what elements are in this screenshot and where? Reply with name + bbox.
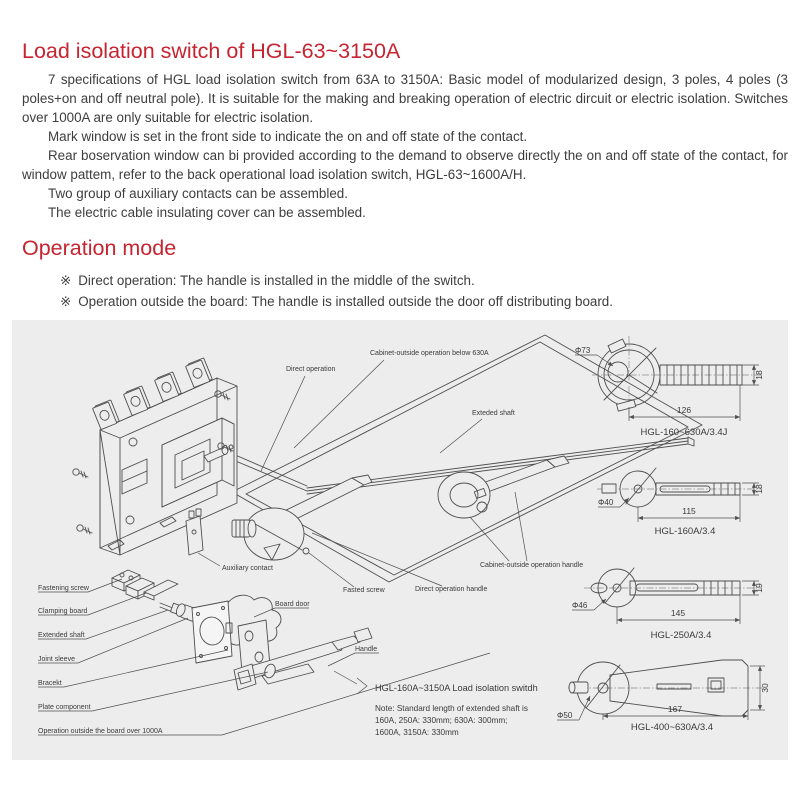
length-dim-2: 115 <box>682 506 696 516</box>
note-line-2: 160A, 250A: 330mm; 630A: 300mm; <box>375 716 507 725</box>
intro-paragraphs: 7 specifications of HGL load isolation s… <box>22 70 788 223</box>
height-dim-1: 18 <box>754 370 764 380</box>
label-board-door: Board door <box>275 601 310 608</box>
label-cabinet-outside-below-630a: Cabinet-outside operation below 630A <box>370 350 489 357</box>
length-dim-1: 126 <box>677 405 691 415</box>
auxiliary-contact-drawing <box>185 508 204 556</box>
paragraph-rear-observation: Rear boservation window can bi provided … <box>22 148 788 183</box>
label-operation-outside-board: Operation outside the board over 1000A <box>38 728 163 735</box>
screws <box>72 390 234 535</box>
model-label-2: HGL-160A/3.4 <box>655 526 716 537</box>
note-line-3: 1600A, 3150A: 330mm <box>375 728 459 737</box>
label-clamping-board: Clamping board <box>38 608 88 615</box>
diameter-label-1: Φ73 <box>575 346 591 355</box>
technical-diagram-panel: Direct operation Cabinet-outside operati… <box>12 320 788 760</box>
fasted-screw-part <box>302 547 310 555</box>
diameter-label-2: Φ40 <box>598 498 614 507</box>
note-line-1: Note: Standard length of extended shaft … <box>375 704 528 713</box>
height-dim-3: 19 <box>754 583 764 593</box>
length-dim-3: 145 <box>671 608 685 618</box>
label-bracket: Bracekt <box>38 680 62 687</box>
distribution-board-drawing <box>231 334 703 583</box>
label-plate-component: Plate component <box>38 704 91 711</box>
model-label-1: HGL-160~630A/3.4J <box>641 427 728 438</box>
diagram-title: HGL-160A~3150A Load isolation switdh <box>375 683 538 693</box>
shaft-segments <box>666 364 738 386</box>
model-label-3: HGL-250A/3.4 <box>651 630 712 641</box>
height-dim-2: 18 <box>754 484 764 494</box>
exploded-parts-drawing <box>111 569 373 691</box>
label-extended-shaft-top: Exteded shaft <box>472 410 515 417</box>
switch-assembly-diagram: Direct operation Cabinet-outside operati… <box>38 334 770 737</box>
diameter-label-3: Φ46 <box>572 601 588 610</box>
label-extended-shaft: Extended shaft <box>38 632 85 639</box>
bullet-direct-operation: ※ Direct operation: The handle is instal… <box>60 270 788 291</box>
dim-drawing-hgl-160a-34: Φ40 115 18 HGL-160A/3.4 <box>597 467 764 537</box>
paragraph-auxiliary-contacts: Two group of auxiliary contacts can be a… <box>48 186 348 202</box>
label-handle: Handle <box>355 646 377 653</box>
terminal-pads <box>92 357 213 430</box>
dim-drawing-hgl-250a-34: Φ46 145 19 HGL-250A/3.4 <box>572 567 764 641</box>
bullet-text: Operation outside the board: The handle … <box>78 294 613 310</box>
diameter-label-4: Φ50 <box>557 711 573 720</box>
handle-part <box>233 627 373 691</box>
bullet-marker: ※ <box>60 273 72 289</box>
height-dim-4: 30 <box>760 683 770 693</box>
cabinet-outside-handle-drawing <box>437 455 570 519</box>
model-label-4: HGL-400~630A/3.4 <box>631 722 713 733</box>
label-direct-operation-handle: Direct operation handle <box>415 586 487 593</box>
section-title-operation-mode: Operation mode <box>22 236 177 261</box>
dim-drawing-hgl-400-630a-34: Φ50 167 30 HGL-400~630A/3.4 <box>557 659 770 733</box>
label-direct-operation: Direct operation <box>286 366 336 373</box>
paragraph-specifications: 7 specifications of HGL load isolation s… <box>22 71 788 125</box>
bullet-operation-outside-board: ※ Operation outside the board: The handl… <box>60 291 788 312</box>
document-content: Load isolation switch of HGL-63~3150A 7 … <box>22 39 788 312</box>
page-title: Load isolation switch of HGL-63~3150A <box>22 39 401 63</box>
mechanism-box <box>161 417 235 508</box>
label-cabinet-outside-handle: Cabinet-outside operation handle <box>480 562 583 569</box>
paragraph-insulating-cover: The electric cable insulating cover can … <box>48 205 366 221</box>
bullet-text: Direct operation: The handle is installe… <box>78 273 475 289</box>
operation-mode-list: ※ Direct operation: The handle is instal… <box>22 270 788 312</box>
length-dim-4: 167 <box>668 704 682 714</box>
label-joint-sleeve: Joint sleeve <box>38 656 75 663</box>
paragraph-mark-window: Mark window is set in the front side to … <box>48 128 528 144</box>
dim-drawing-hgl-160-630a-34j: Φ73 126 18 HGL-160~630A/3.4J <box>575 336 764 438</box>
label-fastening-screw: Fastening screw <box>38 585 90 592</box>
knurled-knob <box>231 519 257 538</box>
label-auxiliary-contact: Auxiliary contact <box>222 565 273 572</box>
leader-lines <box>38 359 528 736</box>
direct-operation-handle-drawing <box>231 474 373 561</box>
bullet-marker: ※ <box>60 294 72 310</box>
switch-body-drawing <box>72 357 238 556</box>
label-fasted-screw: Fasted screw <box>343 587 386 594</box>
